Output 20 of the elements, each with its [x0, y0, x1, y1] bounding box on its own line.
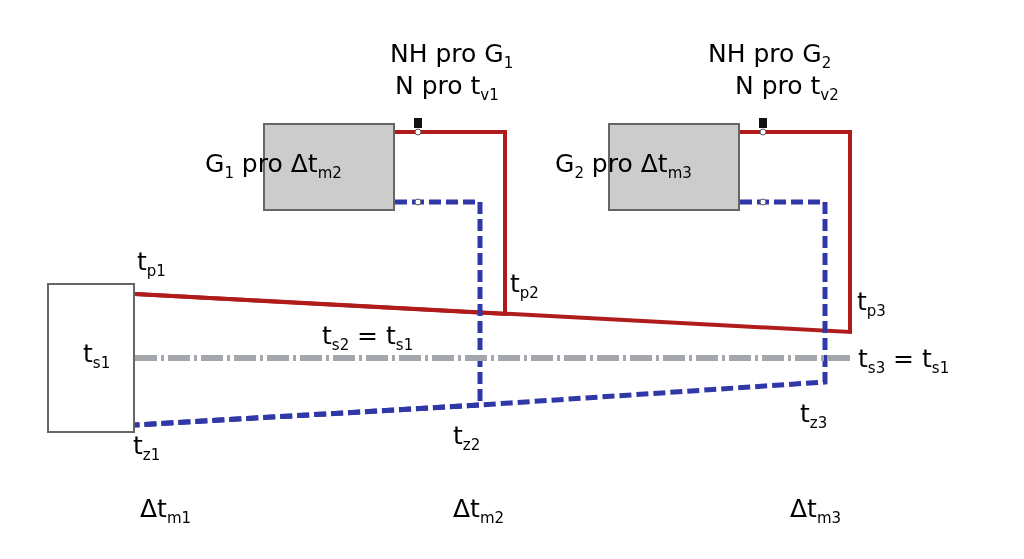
mean-temperature-line — [135, 355, 852, 361]
temperature-label: t$_{s2}$ = t$_{s1}$ — [322, 322, 414, 354]
temperature-label: t$_{z1}$ — [133, 432, 161, 464]
temperature-label: t$_{z2}$ — [453, 422, 481, 454]
valve-label: N pro t$_{v1}$ — [395, 72, 499, 104]
temperature-difference-label: Δt$_{m3}$ — [790, 495, 842, 527]
valve-label: NH pro G$_{1}$ — [390, 40, 514, 72]
valve-label: NH pro G$_{2}$ — [708, 40, 832, 72]
radiator-label: G$_{2}$ pro Δt$_{m3}$ — [555, 150, 692, 182]
temperature-label: t$_{z3}$ — [800, 400, 828, 432]
temperature-label: t$_{s1}$ — [83, 340, 111, 372]
temperature-label: t$_{p1}$ — [137, 248, 166, 280]
temperature-label: t$_{p3}$ — [857, 288, 886, 320]
supply-pipe — [134, 130, 852, 335]
temperature-label: t$_{p2}$ — [510, 270, 539, 302]
temperature-difference-label: Δt$_{m2}$ — [453, 495, 505, 527]
temperature-difference-label: Δt$_{m1}$ — [140, 495, 192, 527]
return-pipe — [134, 199, 828, 428]
temperature-label: t$_{s3}$ = t$_{s1}$ — [858, 345, 950, 377]
valve-label: N pro t$_{v2}$ — [735, 72, 839, 104]
